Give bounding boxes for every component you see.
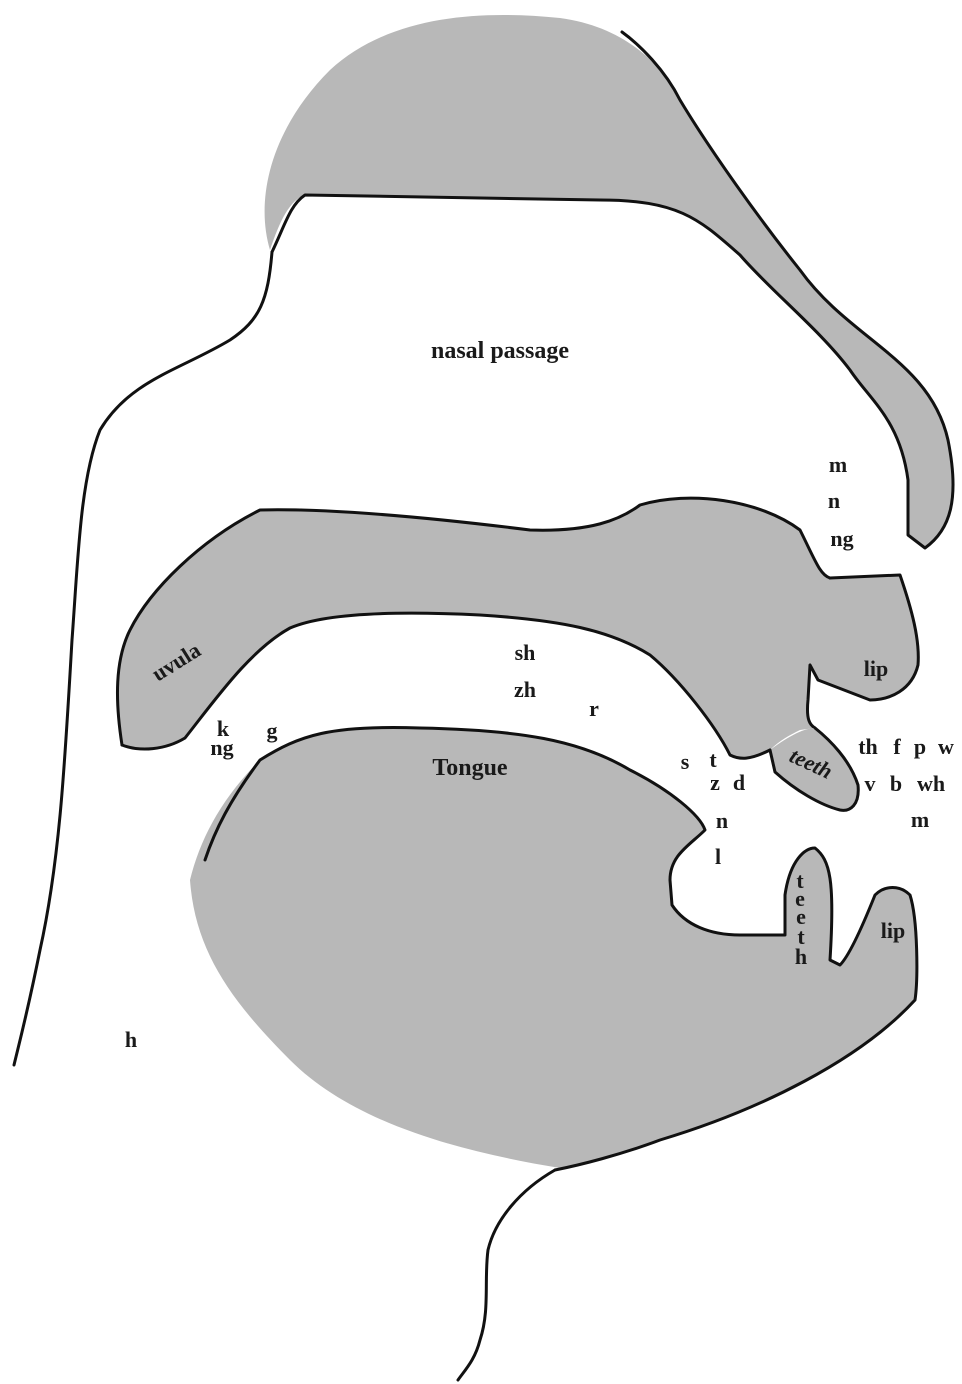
sound-nasal-n: n (828, 488, 840, 513)
sound-alveolar-n: n (716, 808, 728, 833)
sound-alveolar-s: s (681, 749, 690, 774)
sound-labial-b: b (890, 771, 902, 796)
upper-lip-label: lip (864, 656, 888, 681)
sound-nasal-m: m (829, 452, 847, 477)
sound-palatal-zh: zh (514, 677, 536, 702)
nasal-roof-shape (265, 15, 953, 548)
lower-lip-label: lip (881, 918, 905, 943)
sound-palatal-sh: sh (515, 640, 536, 665)
sound-dental-th: th (858, 734, 878, 759)
sound-labial-m: m (911, 807, 929, 832)
sound-labial-wh: wh (917, 771, 945, 796)
sound-labial-w: w (938, 734, 954, 759)
sound-labiodental-f: f (893, 734, 901, 759)
sound-alveolar-d: d (733, 770, 745, 795)
sound-alveolar-l: l (715, 844, 721, 869)
sound-velar-g: g (267, 718, 278, 743)
nasal-passage-label: nasal passage (431, 338, 569, 364)
sound-nasal-ng: ng (830, 526, 853, 551)
tongue-label: Tongue (432, 755, 508, 781)
sound-glottal-h: h (125, 1027, 137, 1052)
sound-alveolar-z: z (710, 770, 720, 795)
sound-velar-ng: ng (210, 735, 233, 760)
sound-labial-p: p (914, 734, 926, 759)
lower-teeth-letter: h (795, 944, 807, 969)
sound-palatal-r: r (589, 696, 599, 721)
palate-shape (117, 498, 918, 758)
sound-alveolar-t: t (709, 747, 717, 772)
chin-outline (458, 1170, 555, 1380)
sound-labiodental-v: v (865, 771, 876, 796)
